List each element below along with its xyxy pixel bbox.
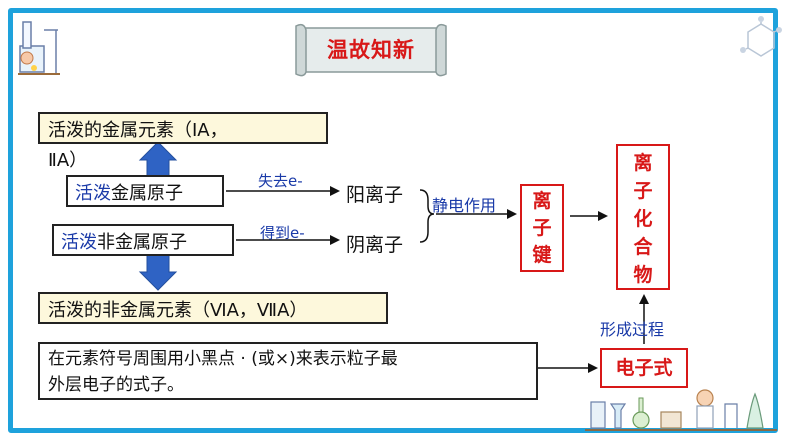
metal-atom-box: 活泼金属原子 (66, 175, 224, 207)
lab-equipment-illustration-icon (585, 389, 777, 431)
metal-atom-rest: 金属原子 (111, 183, 183, 204)
ionic-compound-char-3: 化 (633, 208, 653, 230)
scroll-banner-icon (295, 23, 447, 77)
ionic-compound-char-1: 离 (633, 152, 653, 174)
gain-electron-label: 得到e- (260, 224, 305, 242)
ionic-bond-box: 离 子 键 (520, 184, 564, 272)
nonmetal-atom-prefix: 活泼 (61, 232, 97, 253)
lose-electron-label: 失去e- (258, 172, 303, 190)
ionic-compound-char-2: 子 (633, 180, 653, 202)
ionic-compound-box: 离 子 化 合 物 (616, 144, 670, 290)
active-metal-elements-box: 活泼的金属元素（ⅠA， (38, 112, 328, 144)
electron-formula-text: 电子式 (615, 357, 673, 379)
nonmetal-atom-box: 活泼非金属原子 (52, 224, 234, 256)
lab-flask-icon (18, 21, 60, 75)
title-scroll: 温故知新 (290, 22, 452, 78)
ionic-bond-char-2: 子 (532, 217, 552, 239)
cation-label: 阳离子 (346, 184, 404, 206)
active-nonmetal-elements-box: 活泼的非金属元素（ⅥA，ⅦA） (38, 292, 388, 324)
up-arrow-icon (138, 141, 178, 177)
molecule-icon (740, 16, 782, 57)
ionic-bond-char-3: 键 (532, 244, 552, 266)
down-arrow-icon (138, 253, 178, 291)
ionic-compound-char-5: 物 (633, 264, 653, 286)
electron-formula-definition-box: 在元素符号周围用小黑点 · (或×)来表示粒子最 外层电子的式子。 (38, 342, 538, 400)
anion-label: 阴离子 (346, 234, 404, 256)
ionic-compound-char-4: 合 (633, 236, 653, 258)
page-title: 温故知新 (327, 38, 415, 62)
electron-formula-box: 电子式 (600, 348, 688, 388)
electrostatic-label: 静电作用 (432, 196, 497, 215)
nonmetal-atom-rest: 非金属原子 (97, 232, 187, 253)
ionic-bond-char-1: 离 (532, 190, 552, 212)
active-nonmetal-elements-text: 活泼的非金属元素（ⅥA，ⅦA） (48, 300, 308, 321)
formation-process-label: 形成过程 (600, 320, 665, 339)
metal-atom-prefix: 活泼 (75, 183, 111, 204)
definition-line2: 外层电子的式子。 (48, 375, 184, 395)
active-metal-elements-line2: ⅡA） (48, 150, 88, 171)
definition-line1: 在元素符号周围用小黑点 · (或×)来表示粒子最 (48, 349, 398, 369)
active-metal-elements-line1: 活泼的金属元素（ⅠA， (48, 120, 228, 141)
